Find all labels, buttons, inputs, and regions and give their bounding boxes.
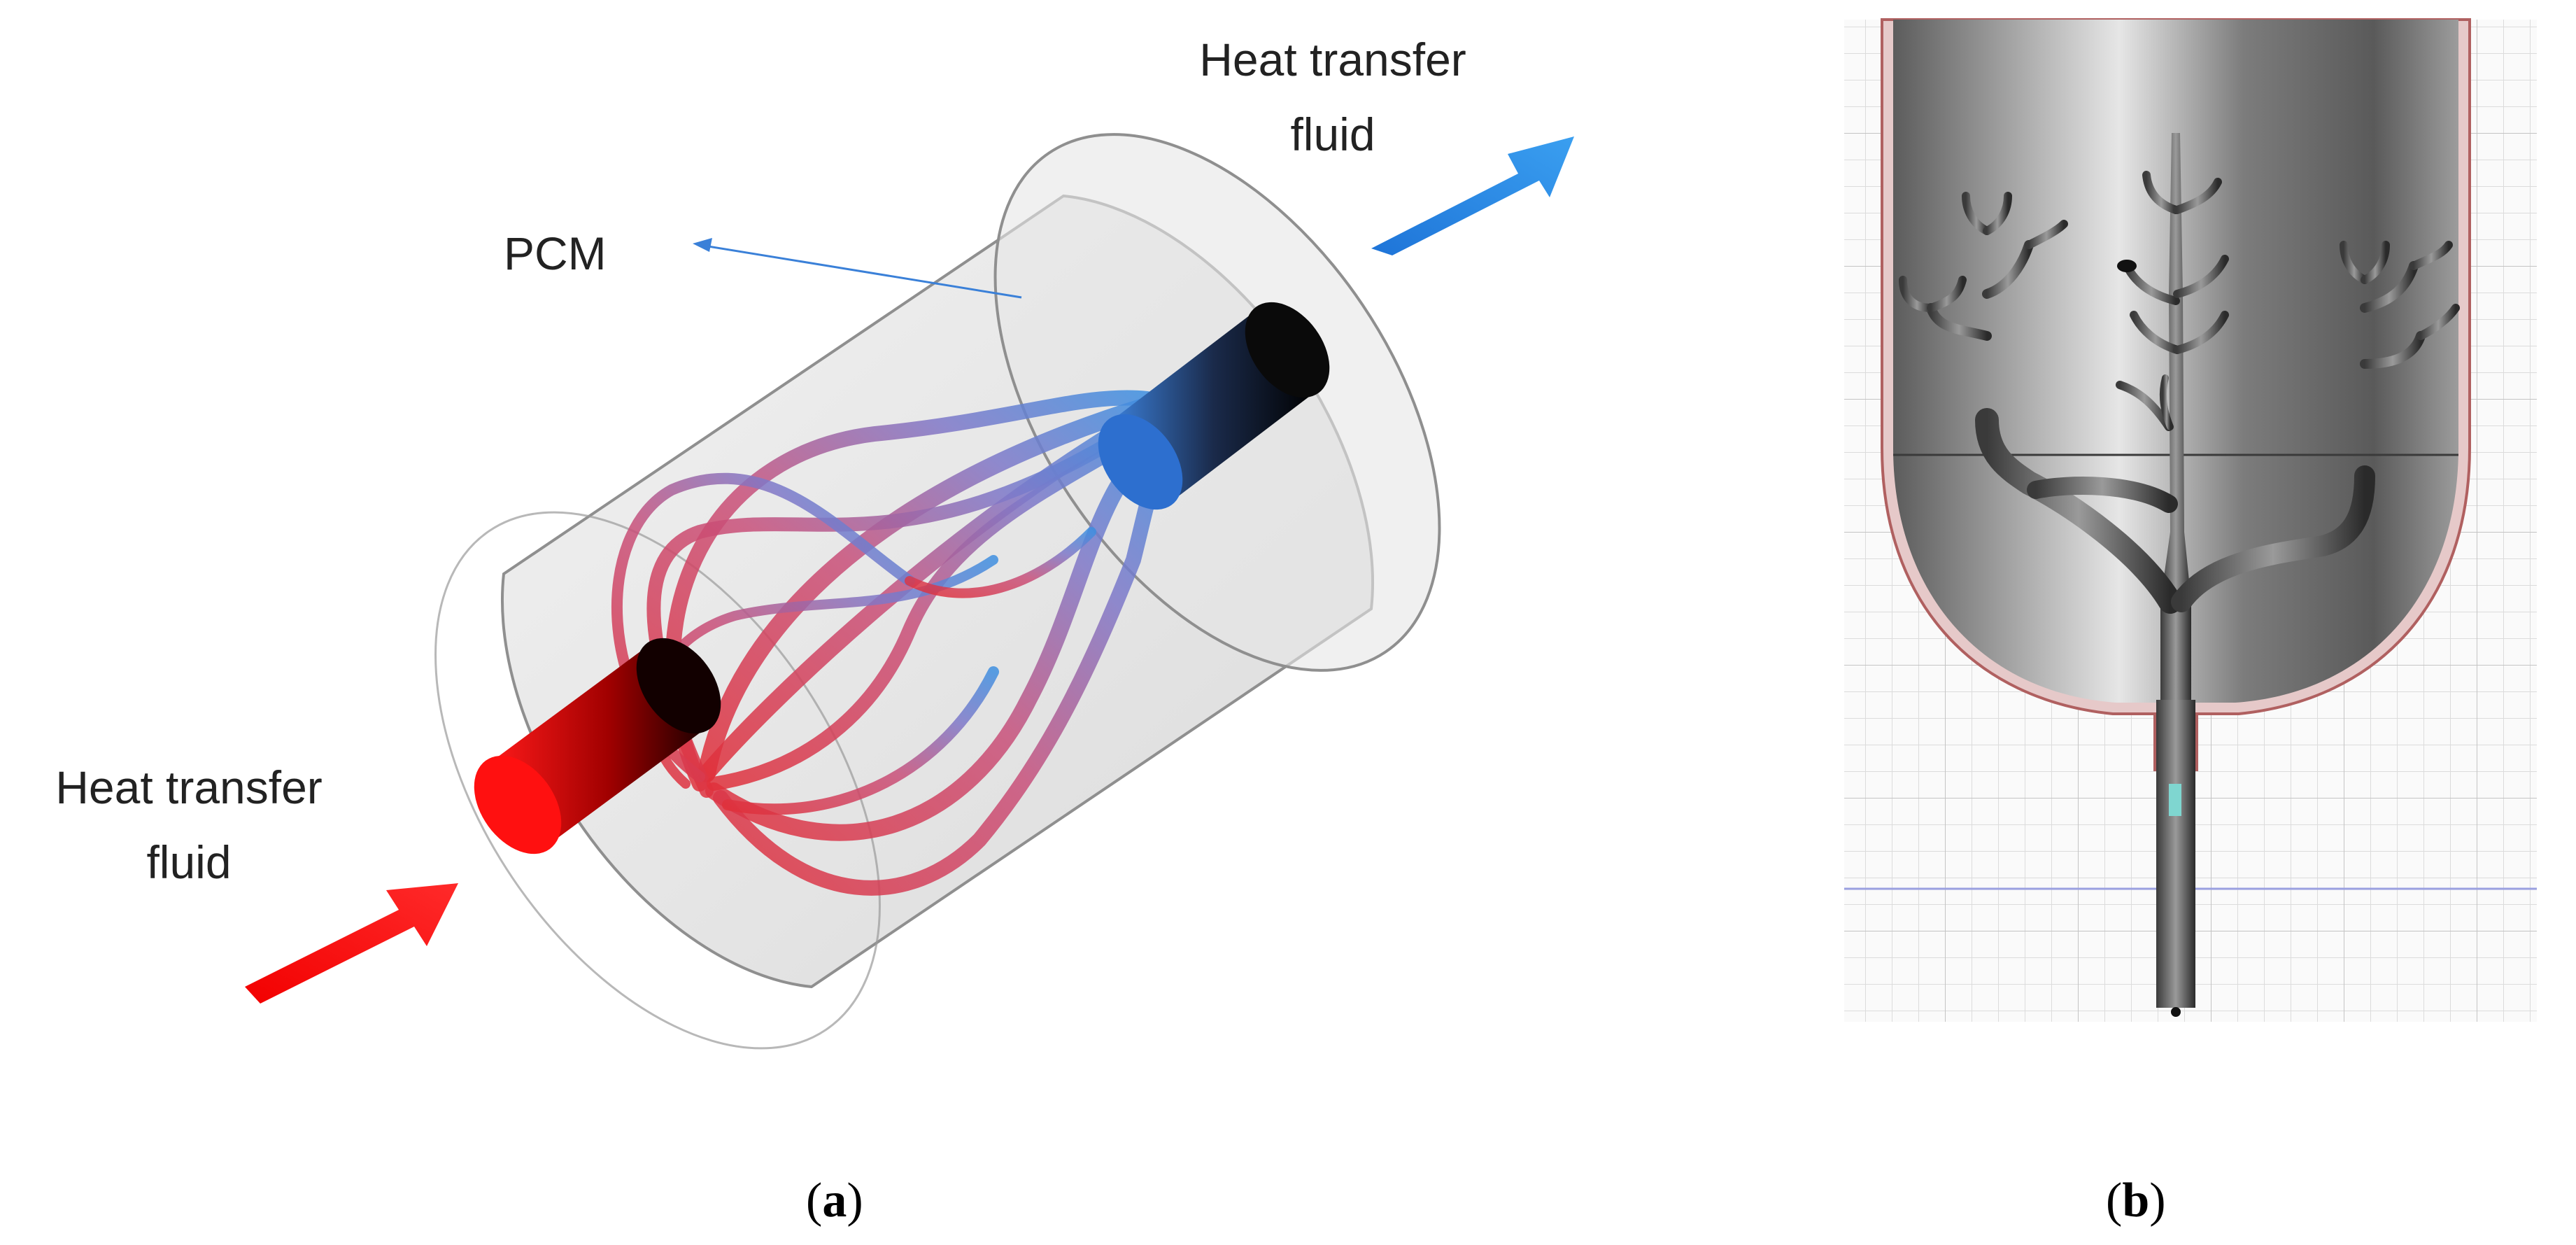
caption-a-letter: a (822, 1174, 847, 1228)
caption-b-open: ( (2106, 1174, 2122, 1228)
panel-b-figure: (b) (1844, 18, 2537, 1228)
inlet-label-line1: Heat transfer (55, 761, 323, 813)
panel-a: PCM Heat transfer fluid Heat transfer fl… (55, 34, 1574, 1228)
outlet-pipe (1098, 302, 1330, 510)
panel-a-figure: PCM Heat transfer fluid Heat transfer fl… (55, 34, 1574, 1228)
inlet-arrow-icon (245, 883, 458, 1004)
outlet-arrow-icon (1371, 136, 1574, 255)
caption-a-open: ( (806, 1174, 822, 1228)
caption-a: (a) (806, 1174, 863, 1228)
inlet-label-line2: fluid (146, 836, 231, 888)
outlet-label-line1: Heat transfer (1199, 34, 1466, 85)
pcm-label: PCM (504, 227, 607, 279)
tree-trunk (2156, 133, 2195, 1017)
tree-branches (1899, 171, 2460, 614)
caption-b: (b) (2106, 1174, 2166, 1228)
pcm-pointer-arrow-icon (693, 238, 1022, 299)
panel-b: (b) (1679, 0, 2576, 1245)
inlet-pipe (474, 638, 721, 854)
caption-b-letter: b (2122, 1174, 2149, 1228)
caption-a-close: ) (847, 1174, 863, 1228)
caption-b-close: ) (2149, 1174, 2165, 1228)
outlet-label-line2: fluid (1290, 108, 1375, 160)
severed-branch-tip (2117, 260, 2137, 272)
